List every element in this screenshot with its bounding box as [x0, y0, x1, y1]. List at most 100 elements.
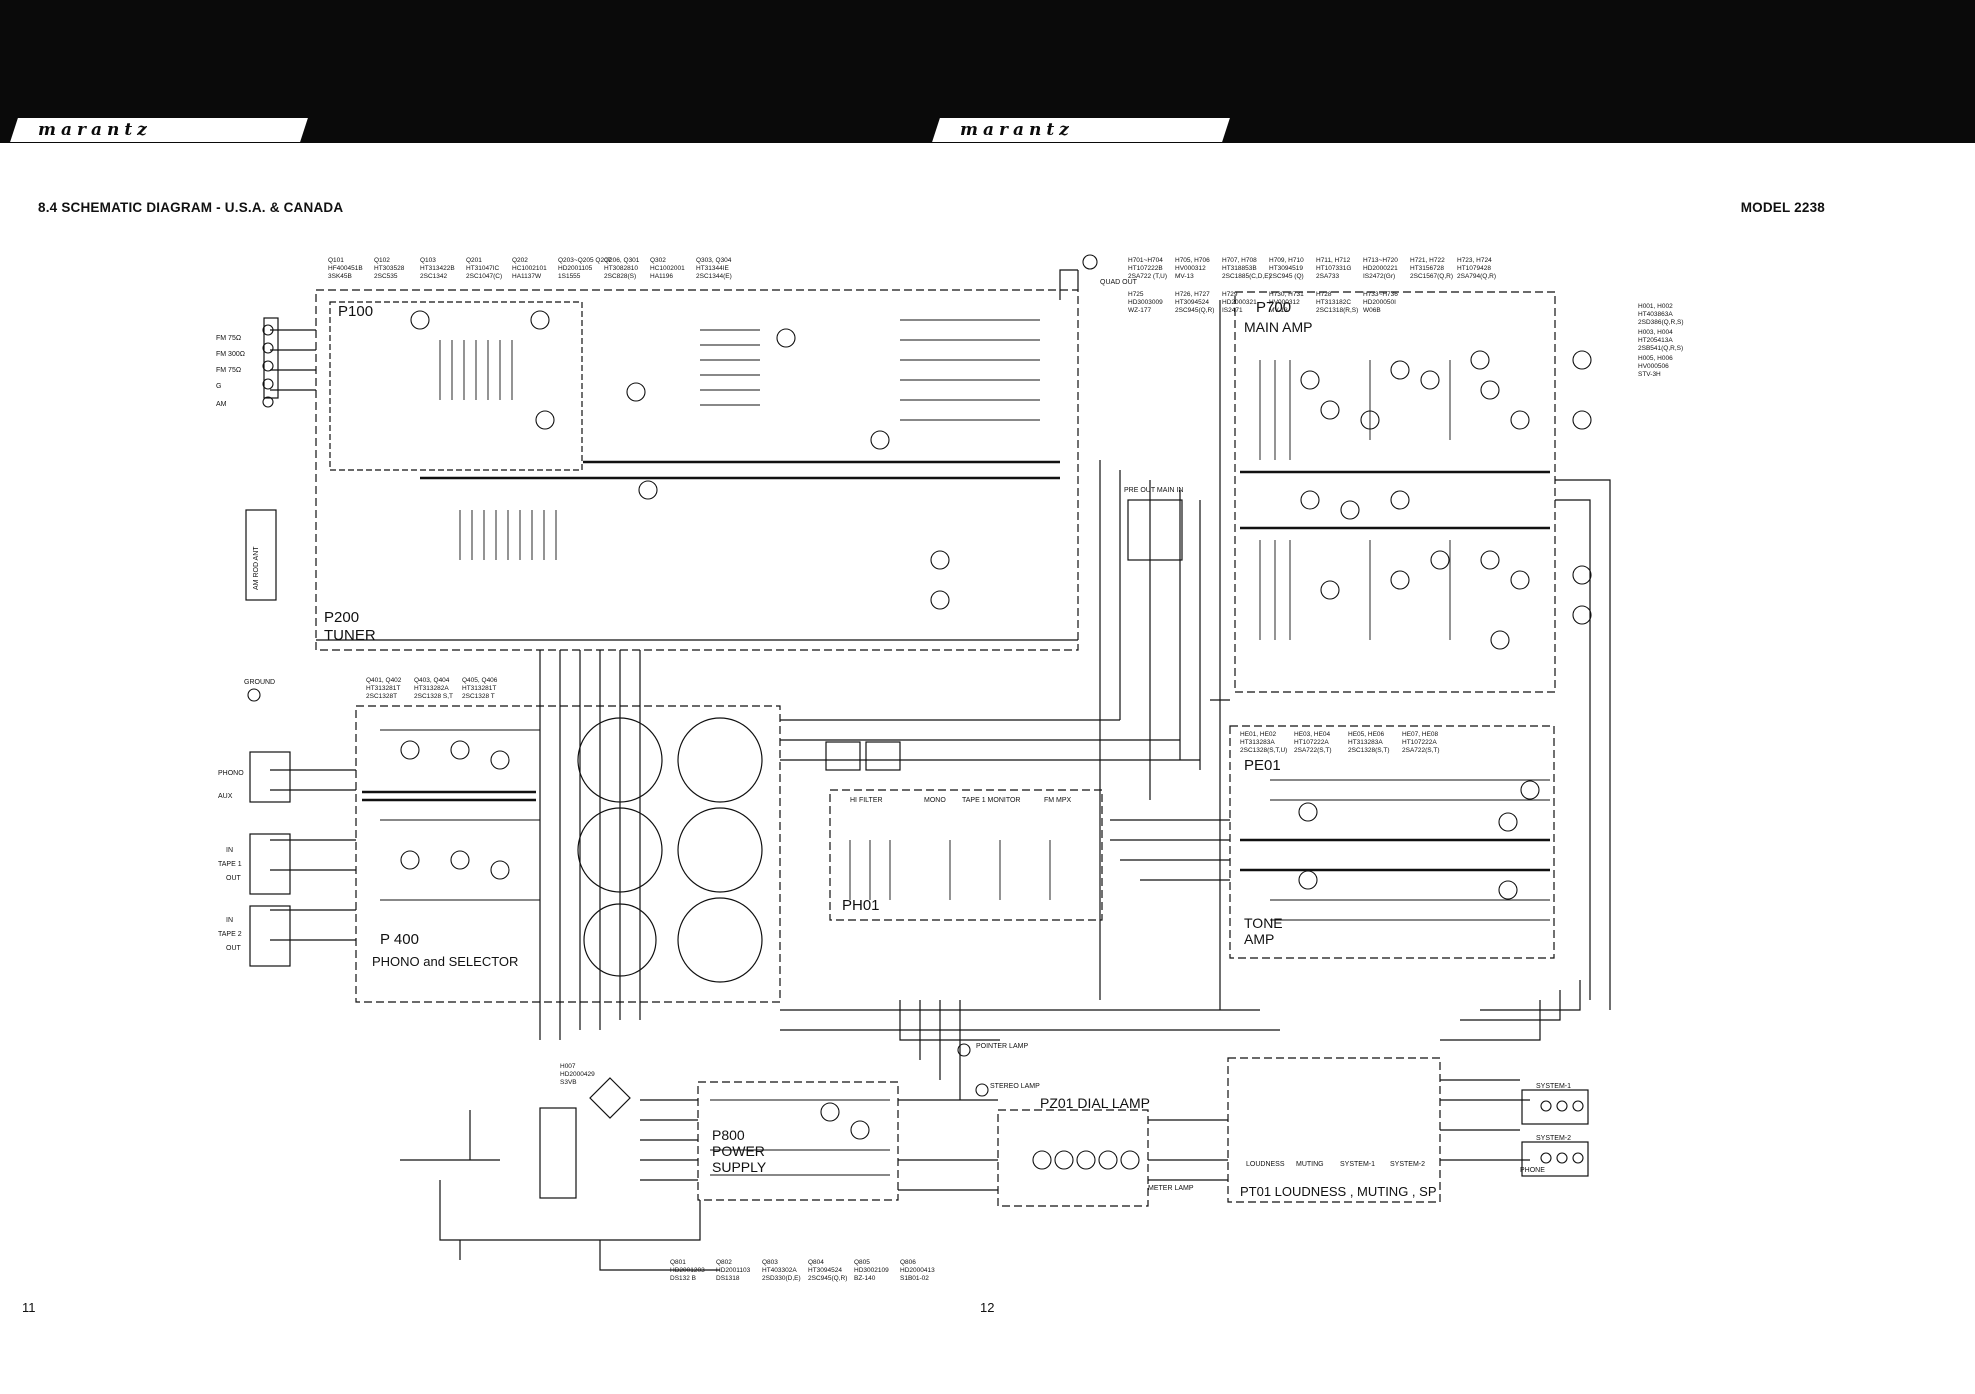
part-type: DS132 B	[670, 1275, 696, 1282]
part-ref: Q202	[512, 257, 528, 264]
phone-label: PHONE	[1520, 1167, 1545, 1174]
part-ref: Q801	[670, 1259, 686, 1266]
part-ref: H707, H708	[1222, 257, 1257, 264]
part-pn: HT313182C	[1316, 299, 1351, 306]
part-ref: Q101	[328, 257, 344, 264]
part-type: 2SC1328 T	[462, 693, 495, 700]
part-type: IS2472(Gr)	[1363, 273, 1395, 280]
jack-g-label: G	[216, 383, 221, 390]
part-type: BZ-140	[854, 1275, 876, 1282]
part-ref: Q803	[762, 1259, 778, 1266]
stereo-lamp-label: STEREO LAMP	[990, 1083, 1040, 1090]
part-ref: H701~H704	[1128, 257, 1163, 264]
board-power-label: POWER	[712, 1143, 765, 1159]
part-ref: H730, H731	[1269, 291, 1304, 298]
part-type: MV-13	[1175, 273, 1194, 280]
board-tuner-label: TUNER	[324, 627, 376, 644]
part-ref: H711, H712	[1316, 257, 1351, 264]
part-pn: HD2000321	[1222, 299, 1257, 306]
jack-tape1-label: TAPE 1	[218, 861, 242, 868]
part-ref: Q102	[374, 257, 390, 264]
board-pe01-label: PE01	[1244, 757, 1281, 774]
part-ref: Q203~Q205 Q207	[558, 257, 612, 264]
board-pz01-label: PZ01 DIAL LAMP	[1040, 1095, 1150, 1111]
tape1-monitor-label: TAPE 1 MONITOR	[962, 797, 1020, 804]
part-ref: H726, H727	[1175, 291, 1210, 298]
part-ref: Q302	[650, 257, 666, 264]
part-type: STV-3H	[1638, 371, 1661, 378]
part-type: 2SC945 (Q)	[1269, 273, 1304, 280]
board-p100-outline	[329, 301, 583, 471]
board-p100-label: P100	[338, 303, 373, 320]
part-type: 2SA722(S,T)	[1402, 747, 1440, 754]
part-type: 2SA794(Q,R)	[1457, 273, 1496, 280]
part-ref: Q806	[900, 1259, 916, 1266]
part-pn: HT318853B	[1222, 265, 1257, 272]
system2-label: SYSTEM-2	[1536, 1135, 1571, 1142]
muting-label: MUTING	[1296, 1161, 1324, 1168]
part-ref: H728	[1316, 291, 1332, 298]
jack-tape2-label: TAPE 2	[218, 931, 242, 938]
part-ref: H723, H724	[1457, 257, 1492, 264]
board-pz01-outline	[997, 1109, 1149, 1207]
part-pn: HT303528	[374, 265, 405, 272]
mono-label: MONO	[924, 797, 946, 804]
part-pn: HD2000221	[1363, 265, 1398, 272]
jack-fm75b-label: FM 75Ω	[216, 367, 241, 374]
part-type: 2SC1318(R,S)	[1316, 307, 1358, 314]
jack-am-label: AM	[216, 401, 227, 408]
bridge-ref: H007	[560, 1063, 576, 1070]
part-ref: Q802	[716, 1259, 732, 1266]
part-type: HA1137W	[512, 273, 542, 280]
jack-aux-label: AUX	[218, 793, 233, 800]
part-pn: HT313282A	[414, 685, 449, 692]
part-ref: H721, H722	[1410, 257, 1445, 264]
part-ref: H725	[1128, 291, 1144, 298]
part-pn: HF400451B	[328, 265, 363, 272]
part-ref: HE07, HE08	[1402, 731, 1439, 738]
system1-label: SYSTEM-1	[1536, 1083, 1571, 1090]
part-pn: HV000312	[1175, 265, 1206, 272]
part-pn: HT313283A	[1348, 739, 1383, 746]
part-type: 2SC1047(C)	[466, 273, 502, 280]
part-pn: HT313283A	[1240, 739, 1275, 746]
part-ref: H729	[1222, 291, 1238, 298]
part-ref: H705, H706	[1175, 257, 1210, 264]
part-pn: HT205413A	[1638, 337, 1673, 344]
board-p200-label: P200	[324, 609, 359, 626]
jack-tape2-out-label: OUT	[226, 945, 242, 952]
pointer-lamp-label: POINTER LAMP	[976, 1043, 1028, 1050]
part-type: 2SC1328T	[366, 693, 397, 700]
part-pn: HC1002001	[650, 265, 685, 272]
part-type: 2SC1328 S,T	[414, 693, 453, 700]
model-label: MODEL 2238	[1740, 200, 1825, 215]
fm-mpx-label: FM MPX	[1044, 797, 1072, 804]
board-p200-outline	[315, 289, 1079, 651]
part-type: 2SD386(Q,R,S)	[1638, 319, 1684, 326]
bridge-pn: HD2000429	[560, 1071, 595, 1078]
part-pn: HT3156728	[1410, 265, 1444, 272]
part-pn: HT403302A	[762, 1267, 797, 1274]
part-type: MV-13	[1269, 307, 1288, 314]
part-type: 2SC535	[374, 273, 398, 280]
part-ref: HE03, HE04	[1294, 731, 1331, 738]
part-ref: Q103	[420, 257, 436, 264]
jack-fm300-label: FM 300Ω	[216, 351, 245, 358]
part-type: DS1318	[716, 1275, 740, 1282]
part-type: 1S1555	[558, 273, 581, 280]
bridge-type: S3VB	[560, 1079, 577, 1086]
jack-fm75-label: FM 75Ω	[216, 335, 241, 342]
part-ref: HE01, HE02	[1240, 731, 1277, 738]
part-pn: HD3002109	[854, 1267, 889, 1274]
parts-list-tuner: Q101HF400451B3SK45BQ102HT3035282SC535Q10…	[328, 257, 732, 280]
part-type: 2SC1567(Q,R)	[1410, 273, 1453, 280]
part-type: IS2471	[1222, 307, 1243, 314]
part-pn: HT107331G	[1316, 265, 1351, 272]
meter-lamp-label: METER LAMP	[1148, 1185, 1194, 1192]
part-pn: HT107222A	[1294, 739, 1329, 746]
page-number-left: 11	[22, 1300, 36, 1315]
part-ref: H003, H004	[1638, 329, 1673, 336]
part-pn: HT3094519	[1269, 265, 1303, 272]
